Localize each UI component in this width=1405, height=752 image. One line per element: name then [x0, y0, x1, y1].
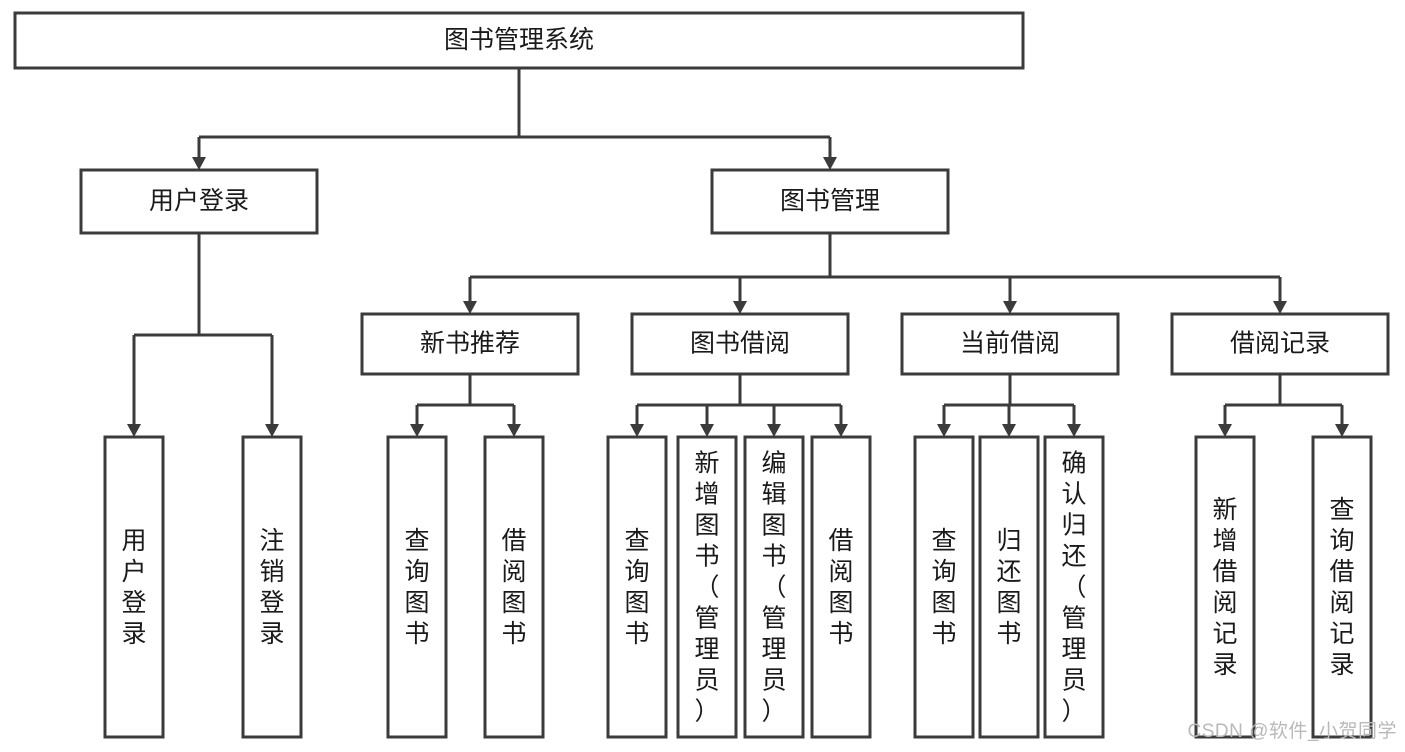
node-leaf-query-book-3-label: 查询图书: [931, 527, 956, 648]
book-manage-to-borrow-record-arrowhead: [1273, 301, 1287, 314]
node-book-borrow-label: 图书借阅: [690, 330, 790, 358]
node-leaf-confirm-return[interactable]: 确认归还（管理员）: [1043, 435, 1105, 739]
node-leaf-add-book-label: 新增图书（管理员）: [694, 450, 719, 726]
node-leaf-query-book-1[interactable]: 查询图书: [386, 435, 448, 739]
node-book-manage-label: 图书管理: [780, 187, 880, 215]
book-borrow-to-leaf-edit-book-arrowhead: [767, 424, 781, 437]
nodes-layer: 图书管理系统用户登录图书管理新书推荐图书借阅当前借阅借阅记录用户登录注销登录查询…: [13, 11, 1390, 739]
node-leaf-add-record-box[interactable]: [1194, 435, 1256, 739]
node-root-system-box[interactable]: [13, 11, 1025, 70]
node-leaf-return-book-label: 归还图书: [996, 527, 1021, 648]
node-leaf-return-book-box[interactable]: [978, 435, 1040, 739]
node-leaf-logout[interactable]: 注销登录: [241, 435, 303, 739]
new-book-rec-to-leaf-query-book-1-arrowhead: [410, 424, 424, 437]
node-book-manage[interactable]: 图书管理: [710, 168, 950, 235]
node-leaf-add-book[interactable]: 新增图书（管理员）: [676, 435, 738, 739]
node-leaf-query-record-box[interactable]: [1311, 435, 1373, 739]
node-current-borrow-label: 当前借阅: [960, 330, 1060, 358]
node-user-login[interactable]: 用户登录: [79, 168, 319, 235]
node-user-login-label: 用户登录: [149, 187, 249, 215]
node-leaf-edit-book-label: 编辑图书（管理员）: [761, 450, 786, 726]
node-new-book-rec-box[interactable]: [360, 312, 580, 376]
book-borrow-to-leaf-borrow-book-2-arrowhead: [834, 424, 848, 437]
new-book-rec-to-leaf-borrow-book-1-arrowhead: [507, 424, 521, 437]
node-leaf-user-login[interactable]: 用户登录: [103, 435, 165, 739]
node-new-book-rec-label: 新书推荐: [420, 330, 520, 358]
book-manage-to-new-book-rec-arrowhead: [463, 301, 477, 314]
node-leaf-borrow-book-2-label: 借阅图书: [828, 527, 853, 648]
connectors-layer: [127, 68, 1349, 437]
current-borrow-to-leaf-query-book-3-arrowhead: [937, 424, 951, 437]
node-leaf-borrow-book-2-box[interactable]: [810, 435, 872, 739]
node-leaf-query-book-1-box[interactable]: [386, 435, 448, 739]
node-leaf-add-book-box[interactable]: [676, 435, 738, 739]
user-login-to-leaf-user-login-arrowhead: [127, 424, 141, 437]
book-borrow-to-leaf-add-book-arrowhead: [700, 424, 714, 437]
book-borrow-to-leaf-query-book-2-arrowhead: [630, 424, 644, 437]
node-leaf-confirm-return-box[interactable]: [1043, 435, 1105, 739]
node-leaf-query-book-1-label: 查询图书: [404, 527, 429, 648]
node-leaf-query-book-2[interactable]: 查询图书: [606, 435, 668, 739]
node-user-login-box[interactable]: [79, 168, 319, 235]
current-borrow-to-leaf-return-book-arrowhead: [1002, 424, 1016, 437]
node-current-borrow-box[interactable]: [900, 312, 1120, 376]
root-to-book-manage-arrowhead: [823, 157, 837, 170]
node-leaf-add-record[interactable]: 新增借阅记录: [1194, 435, 1256, 739]
node-leaf-return-book[interactable]: 归还图书: [978, 435, 1040, 739]
node-root-system[interactable]: 图书管理系统: [13, 11, 1025, 70]
node-borrow-record[interactable]: 借阅记录: [1170, 312, 1390, 376]
borrow-record-to-leaf-add-record-arrowhead: [1218, 424, 1232, 437]
node-root-system-label: 图书管理系统: [444, 26, 594, 54]
node-leaf-query-record-label: 查询借阅记录: [1329, 496, 1354, 679]
node-leaf-query-book-2-box[interactable]: [606, 435, 668, 739]
node-borrow-record-box[interactable]: [1170, 312, 1390, 376]
user-login-to-leaf-logout-arrowhead: [265, 424, 279, 437]
node-leaf-query-book-2-label: 查询图书: [624, 527, 649, 648]
root-to-user-login-arrowhead: [192, 157, 206, 170]
node-leaf-borrow-book-2[interactable]: 借阅图书: [810, 435, 872, 739]
book-manage-to-book-borrow-arrowhead: [733, 301, 747, 314]
node-leaf-query-book-3-box[interactable]: [913, 435, 975, 739]
current-borrow-to-leaf-confirm-return-arrowhead: [1067, 424, 1081, 437]
node-leaf-confirm-return-label: 确认归还（管理员）: [1061, 450, 1086, 726]
node-leaf-query-book-3[interactable]: 查询图书: [913, 435, 975, 739]
node-leaf-borrow-book-1[interactable]: 借阅图书: [483, 435, 545, 739]
node-new-book-rec[interactable]: 新书推荐: [360, 312, 580, 376]
borrow-record-to-leaf-query-record-arrowhead: [1335, 424, 1349, 437]
csdn-watermark: CSDN @软件_小贺同学: [1187, 721, 1397, 742]
node-leaf-logout-label: 注销登录: [259, 527, 284, 648]
node-leaf-edit-book[interactable]: 编辑图书（管理员）: [743, 435, 805, 739]
node-leaf-logout-box[interactable]: [241, 435, 303, 739]
node-leaf-user-login-box[interactable]: [103, 435, 165, 739]
node-current-borrow[interactable]: 当前借阅: [900, 312, 1120, 376]
node-leaf-query-record[interactable]: 查询借阅记录: [1311, 435, 1373, 739]
book-manage-to-current-borrow-arrowhead: [1003, 301, 1017, 314]
node-leaf-borrow-book-1-label: 借阅图书: [501, 527, 526, 648]
node-leaf-user-login-label: 用户登录: [121, 527, 146, 648]
node-book-borrow[interactable]: 图书借阅: [630, 312, 850, 376]
node-book-borrow-box[interactable]: [630, 312, 850, 376]
node-leaf-borrow-book-1-box[interactable]: [483, 435, 545, 739]
node-borrow-record-label: 借阅记录: [1230, 330, 1330, 358]
node-leaf-add-record-label: 新增借阅记录: [1212, 496, 1237, 679]
node-leaf-edit-book-box[interactable]: [743, 435, 805, 739]
node-book-manage-box[interactable]: [710, 168, 950, 235]
